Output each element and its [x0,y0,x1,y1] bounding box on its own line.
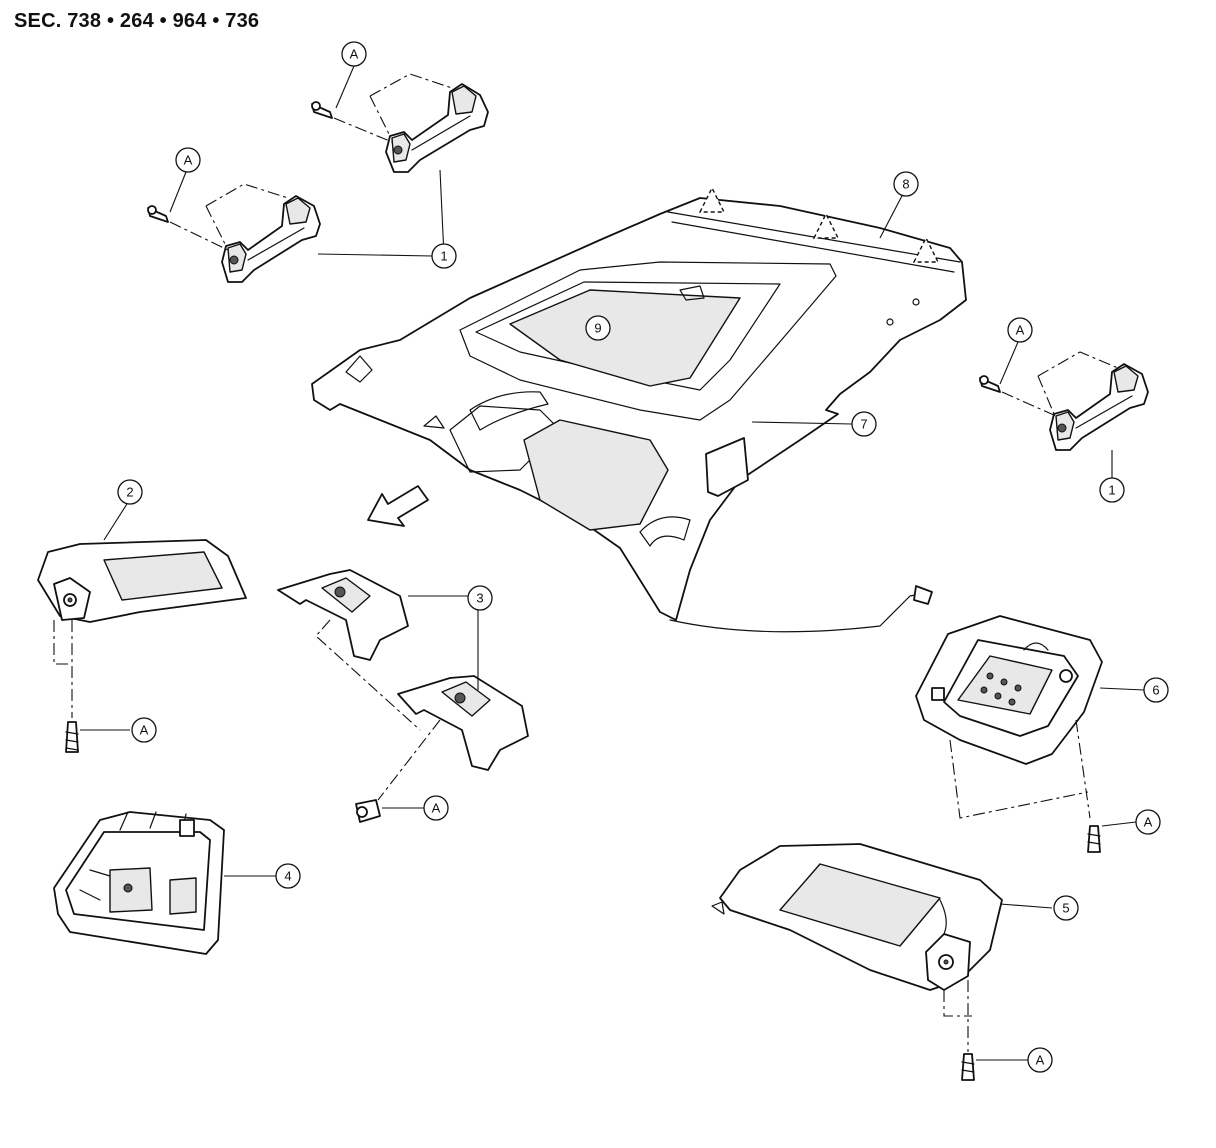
screw-visor-holder [355,799,381,823]
callout-a-visor-right: A [1027,1047,1053,1073]
callout-8: 8 [893,171,919,197]
map-lamp [53,811,225,955]
callout-a-visor-left: A [131,717,157,743]
screw-room-lamp [1087,825,1101,853]
clip-icon [1057,423,1067,433]
room-lamp [915,615,1103,765]
svg-text:4: 4 [284,869,291,884]
sun-visor-right [711,843,1003,991]
callout-a-left-grip: A [175,147,201,173]
sun-visor-holder-lower [397,675,529,771]
sun-visor-left [37,539,247,623]
svg-text:9: 9 [594,321,601,336]
svg-text:A: A [184,153,193,168]
callout-a-visor-holder: A [423,795,449,821]
clip-icon [229,255,239,265]
svg-text:A: A [1036,1053,1045,1068]
callout-2: 2 [117,479,143,505]
clip-icon [393,145,403,155]
callout-a-right-grip: A [1007,317,1033,343]
rear-trim-clips [698,186,940,263]
callout-3: 3 [467,585,493,611]
screw-left-grip [147,205,169,223]
callout-1-right: 1 [1099,477,1125,503]
assist-grip-upper [385,83,489,173]
sun-visor-holder-upper [277,569,409,661]
headlining-panel [311,197,967,633]
svg-text:A: A [140,723,149,738]
callout-6: 6 [1143,677,1169,703]
section-title: SEC. 738 • 264 • 964 • 736 [14,10,260,32]
svg-text:A: A [350,47,359,62]
callout-a-upper-grip: A [341,41,367,67]
callout-7: 7 [851,411,877,437]
assist-grip-right [1049,363,1149,451]
svg-text:A: A [1144,815,1153,830]
callout-5: 5 [1053,895,1079,921]
svg-text:1: 1 [440,249,447,264]
svg-text:2: 2 [126,485,133,500]
svg-text:7: 7 [860,417,867,432]
svg-text:8: 8 [902,177,909,192]
screw-visor-left [65,721,79,753]
callout-a-room-lamp: A [1135,809,1161,835]
screw-right-grip [979,375,1001,393]
callout-4: 4 [275,863,301,889]
screw-visor-right [961,1053,975,1081]
svg-text:3: 3 [476,591,483,606]
callout-1-upper: 1 [431,243,457,269]
assist-grip-left [221,195,321,283]
sunroof-opening [509,289,741,387]
svg-text:5: 5 [1062,901,1069,916]
svg-text:1: 1 [1108,483,1115,498]
svg-text:6: 6 [1152,683,1159,698]
screw-upper-grip [311,101,333,119]
front-direction-arrow-icon [367,485,429,527]
svg-text:A: A [432,801,441,816]
callout-9: 9 [585,315,611,341]
svg-text:A: A [1016,323,1025,338]
